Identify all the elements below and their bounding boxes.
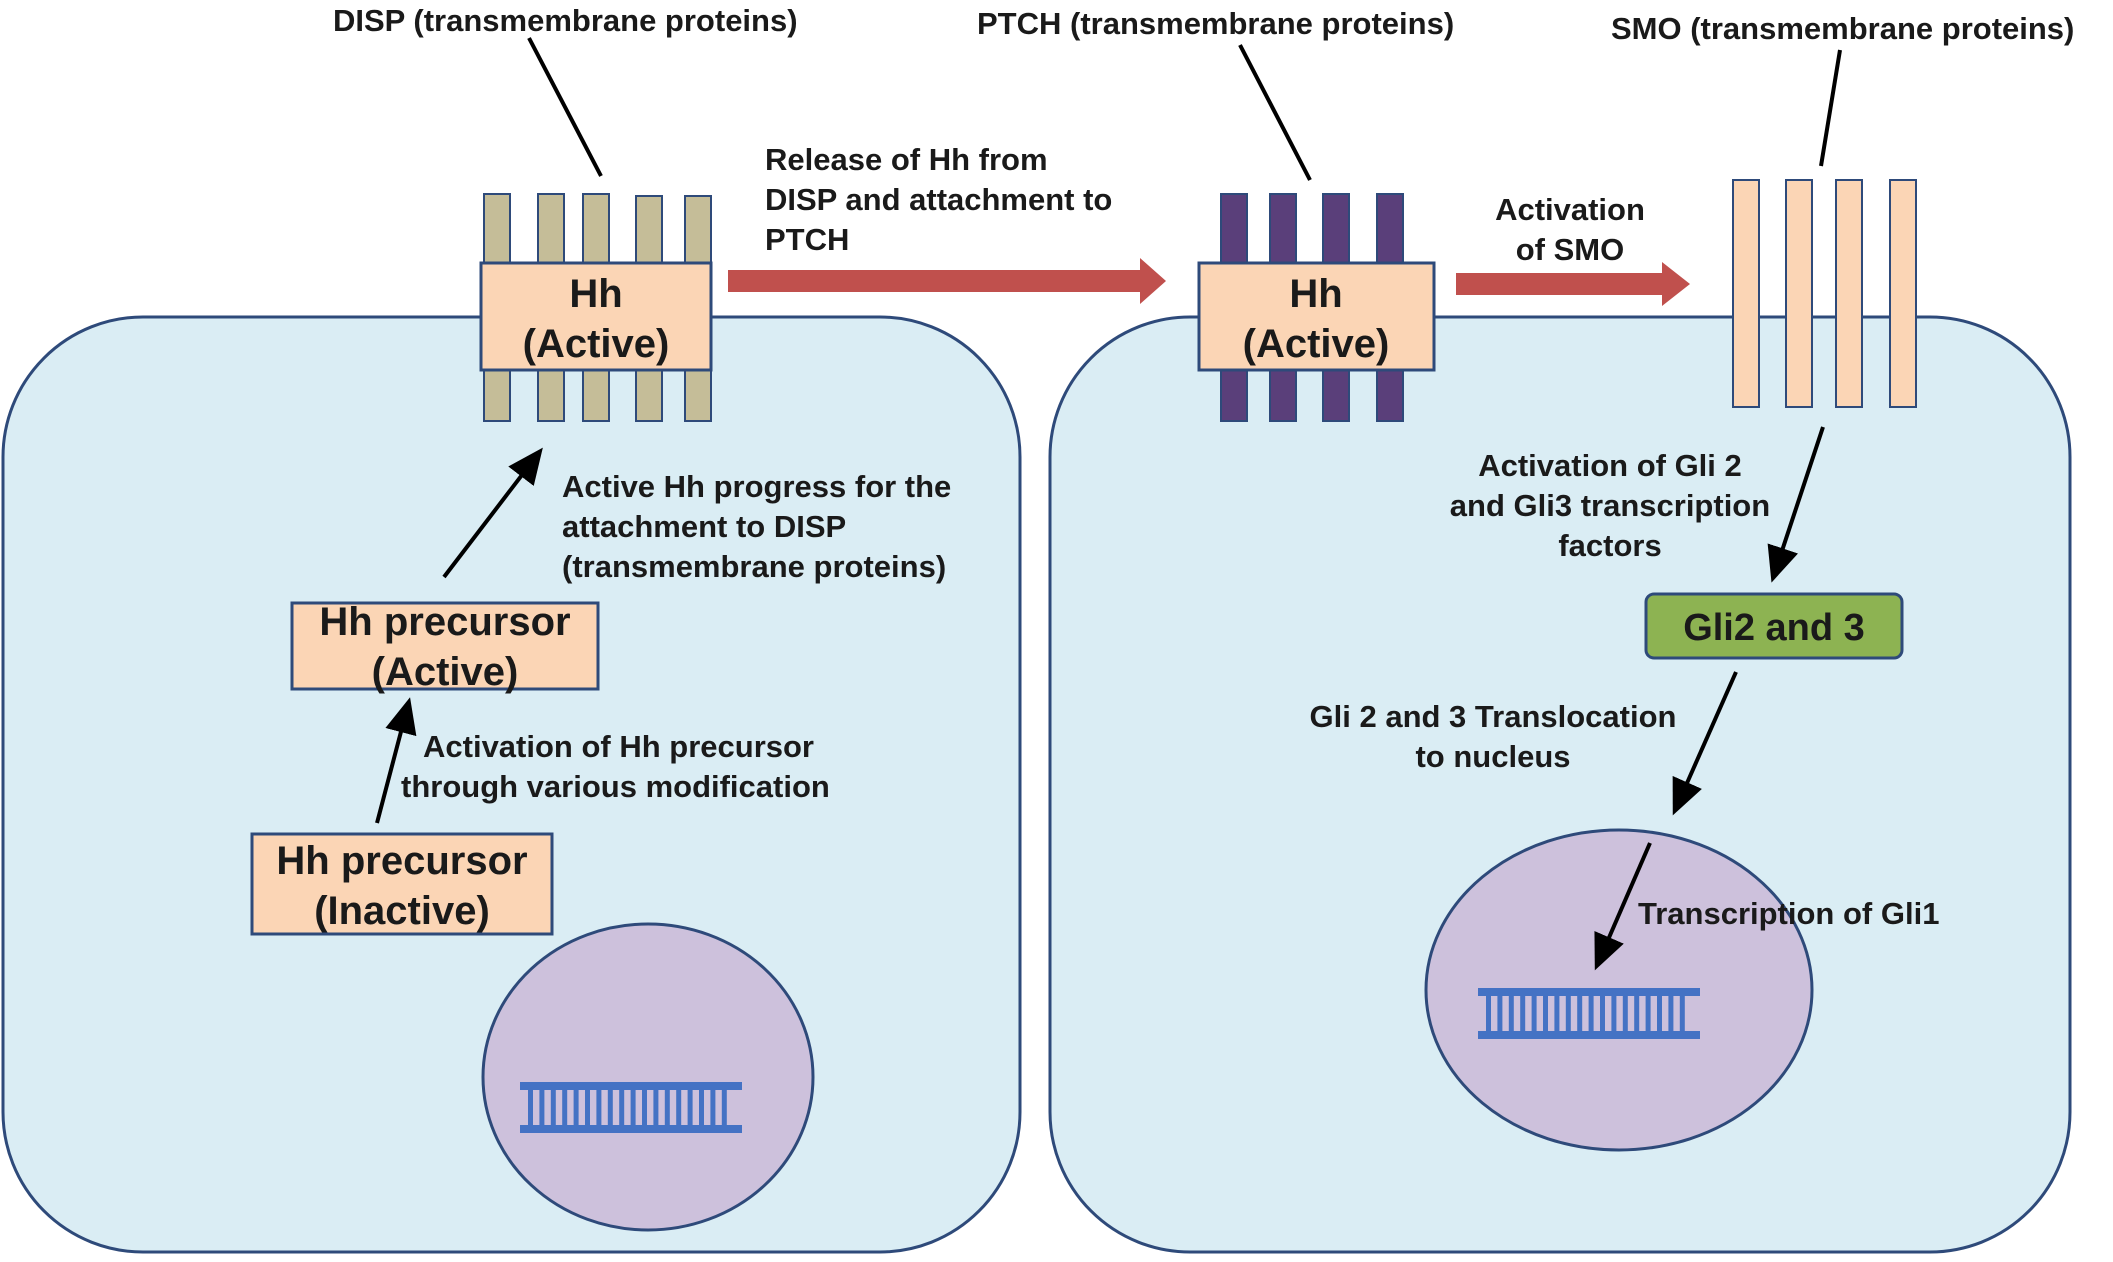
dna-rung <box>687 1089 693 1126</box>
precursor-activation-arrow <box>375 697 417 824</box>
hh-precursor-active-line1: Hh precursor <box>319 600 570 644</box>
hh-precursor-active-box <box>290 601 600 691</box>
dna-rung <box>1565 995 1571 1032</box>
gli-activation-arrow <box>1767 426 1825 583</box>
release-label-2: DISP and attachment to <box>765 182 1112 217</box>
ptch-pointer-line <box>1238 44 1312 181</box>
dna-rung <box>1520 995 1526 1032</box>
dna-rung <box>1600 995 1605 1032</box>
release-arrow <box>728 258 1166 304</box>
gli-activation-label-3: factors <box>1558 528 1661 563</box>
disp-label: DISP (transmembrane proteins) <box>333 3 798 38</box>
dna-rung <box>1622 995 1628 1032</box>
dna-icon-right <box>1478 988 1700 1039</box>
progress-arrow <box>442 447 543 579</box>
dna-rung <box>1679 995 1685 1032</box>
dna-rung <box>550 1089 556 1126</box>
precursor-activation-label-2: through various modification <box>401 769 830 804</box>
hh-precursor-inactive-line1: Hh precursor <box>276 839 527 883</box>
dna-rung <box>1508 995 1514 1032</box>
precursor-activation-label-1: Activation of Hh precursor <box>423 729 814 764</box>
dna-rung <box>710 1089 716 1126</box>
smo-label: SMO (transmembrane proteins) <box>1611 11 2074 46</box>
gli-activation-label-1: Activation of Gli 2 <box>1478 448 1742 483</box>
dna-rung <box>607 1089 613 1126</box>
progress-label-1: Active Hh progress for the <box>562 469 951 504</box>
dna-rung <box>1588 995 1594 1032</box>
dna-rung <box>1657 995 1662 1032</box>
translocation-arrow <box>1672 671 1738 816</box>
dna-rung <box>1611 995 1617 1032</box>
dna-rung <box>1531 995 1537 1032</box>
right-cell <box>1048 315 2072 1254</box>
gli-box <box>1644 592 1904 660</box>
dna-rung <box>539 1089 545 1126</box>
disp-pointer-line <box>527 37 603 177</box>
dna-rung <box>676 1089 682 1126</box>
dna-rung <box>1645 995 1651 1032</box>
smo-pointer-line <box>1819 49 1842 167</box>
dna-rung <box>664 1089 670 1126</box>
hh-active-ptch-box <box>1197 261 1436 372</box>
dna-rung <box>619 1089 625 1126</box>
dna-rung <box>699 1089 704 1126</box>
hh-precursor-inactive-line2: (Inactive) <box>314 889 490 933</box>
gli-activation-label-2: and Gli3 transcription <box>1450 488 1770 523</box>
dna-rung <box>573 1089 579 1126</box>
dna-rung <box>585 1089 590 1126</box>
translocation-label-1: Gli 2 and 3 Translocation <box>1310 699 1677 734</box>
dna-rung <box>1577 995 1583 1032</box>
dna-rung <box>1543 995 1548 1032</box>
dna-rung <box>721 1089 727 1126</box>
dna-rung <box>642 1089 647 1126</box>
left-nucleus <box>481 922 815 1232</box>
release-label-1: Release of Hh from <box>765 142 1048 177</box>
dna-rung <box>630 1089 636 1126</box>
smo-protein <box>1732 179 1917 408</box>
dna-rung <box>528 1089 533 1126</box>
dna-rung <box>1668 995 1674 1032</box>
dna-rung <box>596 1089 602 1126</box>
dna-rung <box>1486 995 1491 1032</box>
hh-active-ptch-line1: Hh <box>1289 272 1342 316</box>
transcription-label: Transcription of Gli1 <box>1638 896 1939 931</box>
release-label-3: PTCH <box>765 222 849 257</box>
hh-active-disp-line1: Hh <box>569 272 622 316</box>
activation-smo-label-1: Activation <box>1495 192 1645 227</box>
transcription-arrow <box>1594 842 1652 971</box>
dna-rung <box>562 1089 568 1126</box>
dna-rung <box>1497 995 1503 1032</box>
progress-label-3: (transmembrane proteins) <box>562 549 946 584</box>
progress-label-2: attachment to DISP <box>562 509 846 544</box>
hh-precursor-inactive-box <box>250 832 554 936</box>
activation-smo-label-2: of SMO <box>1516 232 1625 267</box>
hh-active-ptch-line2: (Active) <box>1243 322 1390 366</box>
gli-label: Gli2 and 3 <box>1683 607 1865 649</box>
activation-smo-arrow <box>1456 262 1690 306</box>
ptch-label: PTCH (transmembrane proteins) <box>977 6 1454 41</box>
hh-active-disp-box <box>479 261 713 372</box>
dna-icon-left <box>520 1082 742 1133</box>
hh-precursor-active-line2: (Active) <box>372 650 519 694</box>
dna-rung <box>653 1089 659 1126</box>
dna-rung <box>1634 995 1640 1032</box>
hh-active-disp-line2: (Active) <box>523 322 670 366</box>
translocation-label-2: to nucleus <box>1415 739 1570 774</box>
dna-rung <box>1554 995 1560 1032</box>
